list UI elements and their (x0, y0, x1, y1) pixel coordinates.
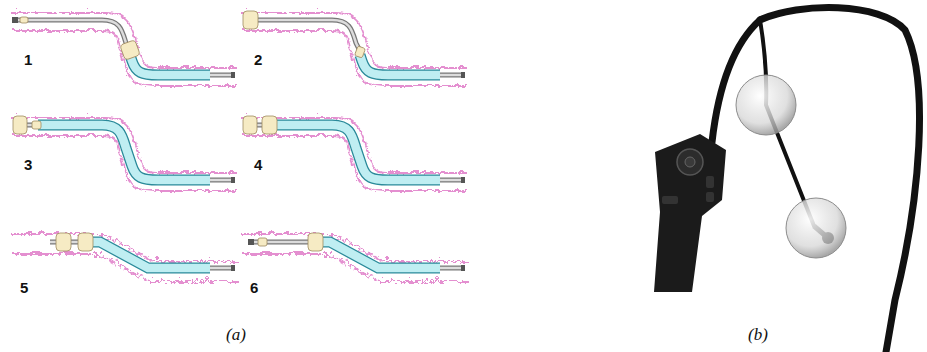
intestine-wall (10, 231, 92, 233)
scope-handle (461, 177, 465, 183)
scope-handle (461, 265, 465, 271)
overtube (320, 242, 440, 268)
control-button (706, 192, 714, 202)
intestine-wall (240, 251, 320, 253)
endoscope (210, 74, 232, 77)
control-button (662, 196, 678, 204)
endoscope (440, 178, 462, 183)
scope-balloon (13, 116, 27, 134)
scope-balloon (243, 11, 258, 29)
scope-balloon (56, 233, 71, 251)
callout-number: 2 (254, 52, 262, 69)
overtube-balloon (120, 40, 141, 61)
endoscope (210, 266, 232, 271)
endoscope (440, 179, 462, 182)
scope-tip (248, 239, 254, 245)
scope-balloon (20, 17, 28, 23)
endoscope (210, 179, 232, 182)
step-panel (10, 11, 235, 84)
overtube (360, 55, 440, 75)
overtube (130, 55, 210, 75)
step-panel (240, 116, 465, 189)
overtube (360, 55, 440, 75)
endoscope (18, 20, 131, 53)
balloon (786, 198, 846, 258)
endoscope (248, 20, 361, 53)
overtube (38, 125, 210, 180)
insertion-tube (760, 8, 919, 352)
scope-balloon (243, 116, 257, 134)
endoscope (210, 73, 232, 78)
control-knob (677, 149, 703, 175)
step-panel (240, 11, 465, 84)
endoscope-photo (654, 8, 919, 352)
scope-handle (231, 177, 235, 183)
endoscope (18, 20, 131, 53)
step-panel (10, 116, 235, 189)
intestine-wall (10, 251, 90, 253)
overtube (274, 125, 440, 180)
callout-number: 5 (20, 280, 28, 297)
scope-balloon (258, 238, 267, 246)
control-button (706, 176, 714, 188)
endoscope (440, 74, 462, 77)
callout-number: 4 (254, 157, 262, 174)
overtube (38, 125, 210, 180)
intestine-wall (240, 231, 322, 233)
balloon (736, 75, 796, 135)
panel-label: (a) (226, 326, 246, 345)
endoscope (440, 267, 462, 270)
endoscope (210, 178, 232, 183)
overtube-balloon (262, 116, 277, 134)
overtube (274, 125, 440, 180)
step-panel (10, 232, 235, 278)
overtube-balloon (308, 233, 323, 251)
overtube (320, 242, 440, 268)
control-body (654, 134, 726, 292)
callout-number: 1 (24, 52, 32, 69)
overtube (90, 242, 210, 268)
overtube-balloon (78, 233, 93, 251)
endoscope (440, 266, 462, 271)
step-panel (240, 232, 465, 278)
overtube-balloon (32, 121, 41, 129)
callout-number: 6 (250, 280, 258, 297)
endoscope (248, 20, 361, 53)
endoscope (210, 267, 232, 270)
scope-handle (231, 72, 235, 78)
overtube (130, 55, 210, 75)
scope-handle (461, 72, 465, 78)
overtube (90, 242, 210, 268)
scope-tip (12, 17, 18, 23)
control-knob (685, 157, 695, 167)
panel-label: (b) (748, 326, 768, 345)
endoscope (440, 73, 462, 78)
overtube-balloon (355, 46, 366, 58)
callout-number: 3 (24, 157, 32, 174)
scope-handle (231, 265, 235, 271)
